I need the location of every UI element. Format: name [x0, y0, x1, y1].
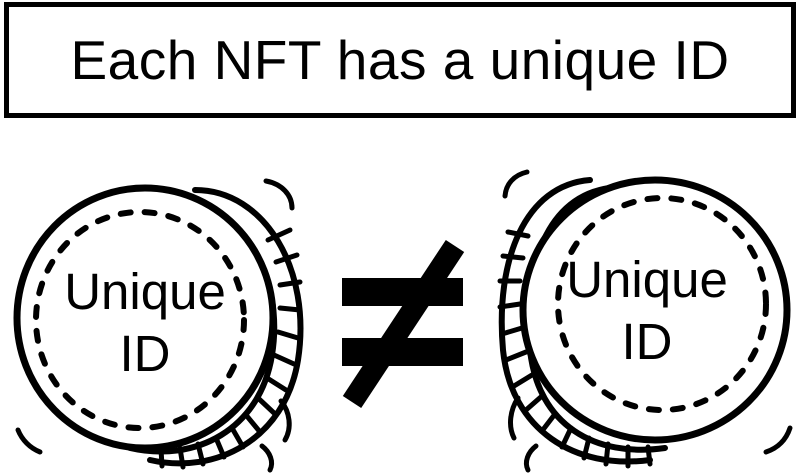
- left-coin-face: [13, 184, 277, 452]
- not-equal-icon: [342, 239, 465, 409]
- left-coin-label: Unique ID: [40, 261, 250, 385]
- left-coin-label-line2: ID: [119, 325, 171, 382]
- right-coin-motion-marks: [502, 169, 793, 473]
- right-coin-dashed-ring: [555, 195, 769, 413]
- right-coin-label-line2: ID: [621, 313, 673, 370]
- right-coin-label-line1: Unique: [566, 251, 728, 308]
- left-coin-icon: [13, 178, 304, 473]
- title-box: Each NFT has a unique ID: [4, 2, 796, 118]
- right-coin-face: [519, 176, 791, 444]
- left-coin-motion-marks: [15, 178, 295, 473]
- page-title: Each NFT has a unique ID: [70, 29, 730, 91]
- right-coin-label: Unique ID: [542, 249, 752, 373]
- left-coin-dashed-ring: [33, 209, 247, 431]
- right-coin-icon: [497, 169, 793, 473]
- left-coin-label-line1: Unique: [64, 263, 226, 320]
